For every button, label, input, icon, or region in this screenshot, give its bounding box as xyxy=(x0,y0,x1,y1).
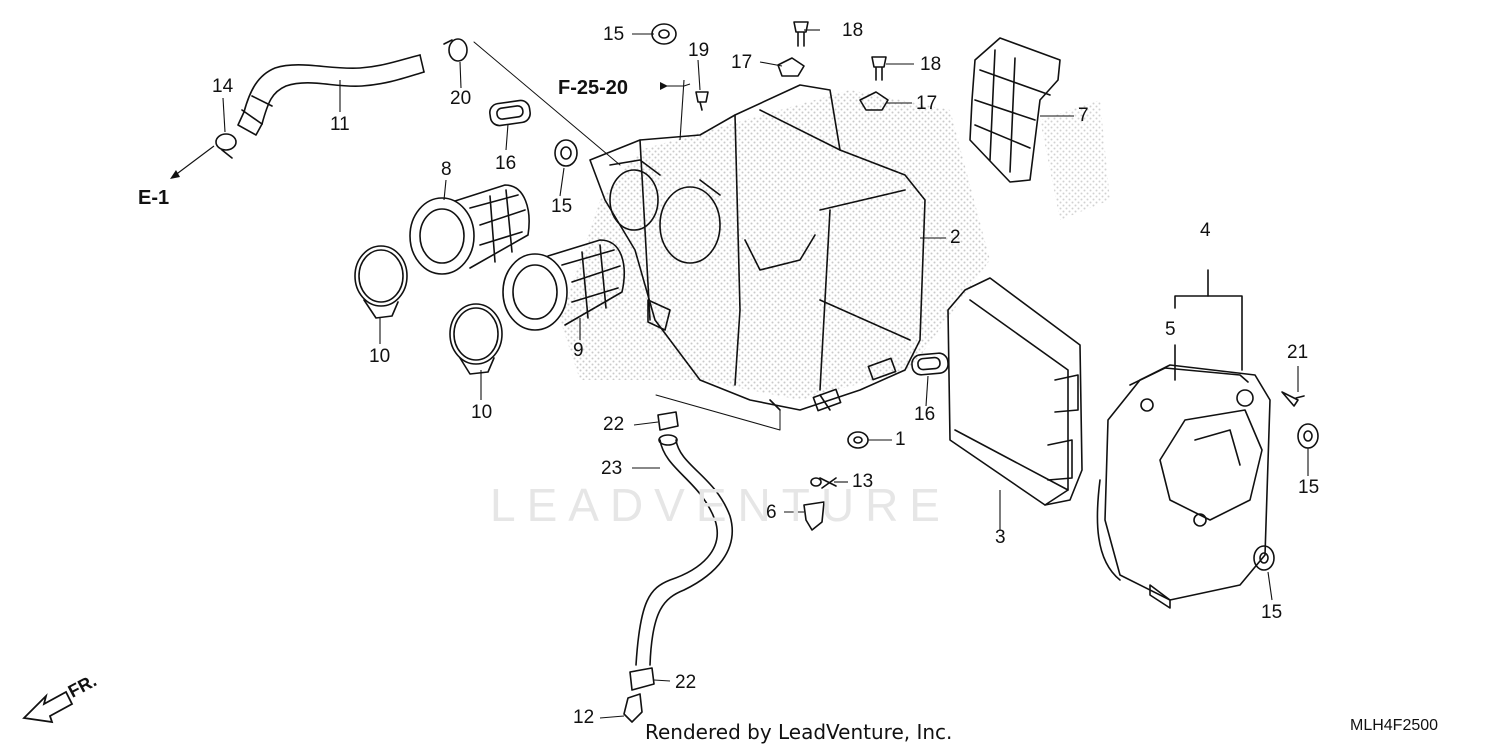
drain-6 xyxy=(803,501,825,531)
clamp-22-upper xyxy=(657,411,679,431)
callout-10-right: 10 xyxy=(471,402,493,423)
callout-15-left: 15 xyxy=(551,196,573,217)
callout-3: 3 xyxy=(995,527,1006,548)
callout-7: 7 xyxy=(1078,105,1089,126)
stipple-shading xyxy=(560,90,1110,400)
callout-13: 13 xyxy=(852,471,874,492)
plug-12 xyxy=(623,693,643,723)
front-arrow xyxy=(22,690,74,724)
bolt-18-upper xyxy=(793,21,809,47)
bracket-4-5 xyxy=(1174,269,1243,381)
grommet-16-lower xyxy=(911,352,949,376)
callout-5: 5 xyxy=(1165,319,1176,340)
leader-lines xyxy=(173,29,1309,719)
callout-10-left: 10 xyxy=(369,346,391,367)
callout-14: 14 xyxy=(212,76,234,97)
grommet-16-upper xyxy=(489,99,531,127)
callout-23: 23 xyxy=(601,458,623,479)
clip-13 xyxy=(810,477,837,489)
grommet-15-left xyxy=(554,139,578,167)
ref-f2520: F-25-20 xyxy=(558,77,629,99)
funnel-8 xyxy=(409,184,530,275)
clamp-10-left xyxy=(354,245,408,319)
callout-16-lower: 16 xyxy=(914,404,936,425)
cover-4 xyxy=(1096,364,1271,609)
watermark: LEADVENTURE xyxy=(490,479,951,531)
funnel-9 xyxy=(502,239,625,331)
callout-15-bottom: 15 xyxy=(1261,602,1283,623)
callout-18-upper: 18 xyxy=(842,20,864,41)
callout-20: 20 xyxy=(450,88,472,109)
callout-2: 2 xyxy=(950,227,961,248)
render-credit: Rendered by LeadVenture, Inc. xyxy=(645,720,953,744)
clamp-14 xyxy=(215,133,237,159)
callout-4: 4 xyxy=(1200,220,1211,241)
callout-17-upper: 17 xyxy=(731,52,753,73)
callout-16-upper: 16 xyxy=(495,153,517,174)
drain-hose-23 xyxy=(635,434,733,666)
callout-22-upper: 22 xyxy=(603,414,625,435)
grommet-15-top xyxy=(651,23,677,45)
diagram-code: MLH4F2500 xyxy=(1350,717,1439,734)
callout-12: 12 xyxy=(573,707,595,728)
callout-19: 19 xyxy=(688,40,710,61)
callout-9: 9 xyxy=(573,340,584,361)
clip-17-lower xyxy=(859,91,889,111)
callout-18-lower: 18 xyxy=(920,54,942,75)
arrow-heads xyxy=(170,82,668,179)
bolt-21 xyxy=(1281,391,1305,407)
callout-22-lower: 22 xyxy=(675,672,697,693)
grommet-15-right xyxy=(1297,423,1319,449)
air-element-3 xyxy=(947,277,1083,506)
hose-11 xyxy=(237,54,425,136)
clamp-10-right xyxy=(449,303,503,375)
air-cleaner-case-2 xyxy=(589,84,926,412)
callout-6: 6 xyxy=(766,502,777,523)
bolt-18-lower xyxy=(871,56,887,81)
callout-15-right: 15 xyxy=(1298,477,1320,498)
callout-21: 21 xyxy=(1287,342,1309,363)
callout-15-top: 15 xyxy=(603,24,625,45)
callout-11: 11 xyxy=(330,114,350,135)
callout-1: 1 xyxy=(895,429,906,450)
clip-17-upper xyxy=(777,57,805,77)
clamp-22-lower xyxy=(629,667,655,691)
clamp-20 xyxy=(443,38,468,62)
callout-8: 8 xyxy=(441,159,452,180)
bolt-19 xyxy=(695,91,709,111)
grommet-1 xyxy=(847,431,869,449)
callout-17-lower: 17 xyxy=(916,93,938,114)
funnel-7 xyxy=(969,37,1061,183)
grommet-15-bottom xyxy=(1253,545,1275,571)
ref-e1: E-1 xyxy=(138,187,170,209)
